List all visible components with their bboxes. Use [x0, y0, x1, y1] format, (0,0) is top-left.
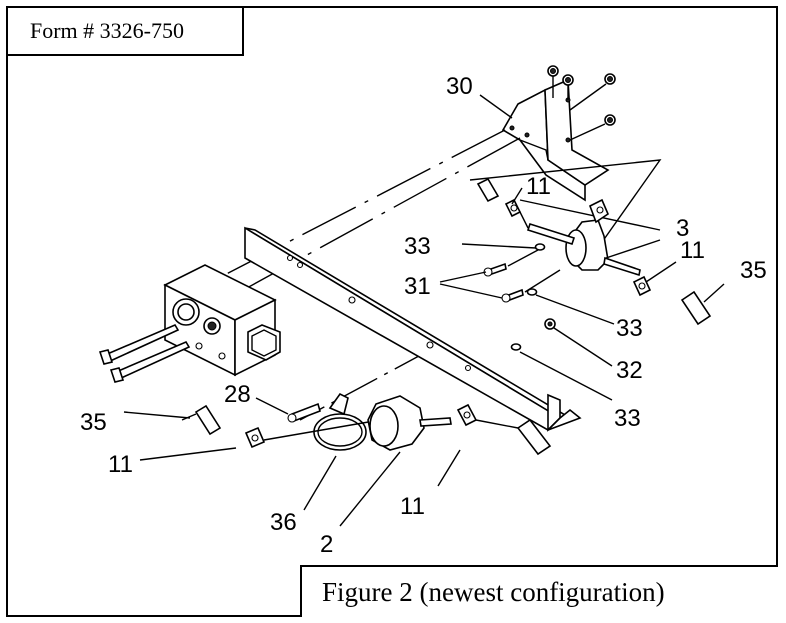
solenoid-part-3 [526, 198, 641, 277]
bracket-part-30 [501, 78, 610, 202]
callout-11-bottom: 11 [400, 493, 425, 520]
washers-screws [483, 243, 561, 351]
right-fitting-sleeve [632, 275, 712, 326]
callout-11-upper: 11 [526, 173, 551, 200]
callout-35-right: 35 [740, 257, 767, 284]
callout-33-lower: 33 [614, 405, 641, 432]
callout-35-left: 35 [80, 409, 107, 436]
callout-2: 2 [320, 531, 333, 558]
nut-leader-lines [552, 76, 607, 141]
callout-30: 30 [446, 73, 473, 100]
lower-fitting-11-right [456, 403, 552, 456]
callout-36: 36 [270, 509, 297, 536]
callout-3: 3 [676, 215, 689, 242]
form-number-label: Form # 3326-750 [6, 6, 244, 56]
callout-leaders [123, 94, 725, 527]
callout-31: 31 [404, 273, 431, 300]
callout-numbers: 30 11 3 33 11 35 31 33 32 28 33 35 11 36… [80, 73, 767, 558]
angle-rail [244, 226, 582, 432]
lower-fitting-11-left [244, 426, 266, 449]
figure-caption: Figure 2 (newest configuration) [300, 565, 778, 617]
mounting-bolts [98, 323, 191, 383]
upper-sleeve-fitting [476, 177, 529, 229]
lower-sleeve-35 [181, 404, 222, 436]
valve-block [163, 264, 281, 377]
callout-32: 32 [616, 357, 643, 384]
callout-33-upper: 33 [404, 233, 431, 260]
callout-11-right: 11 [680, 237, 705, 264]
clamp-part-36 [263, 392, 381, 451]
callout-28: 28 [224, 381, 251, 408]
callout-33-mid: 33 [616, 315, 643, 342]
callout-11-left: 11 [108, 451, 133, 478]
filter-part-2 [367, 395, 452, 451]
